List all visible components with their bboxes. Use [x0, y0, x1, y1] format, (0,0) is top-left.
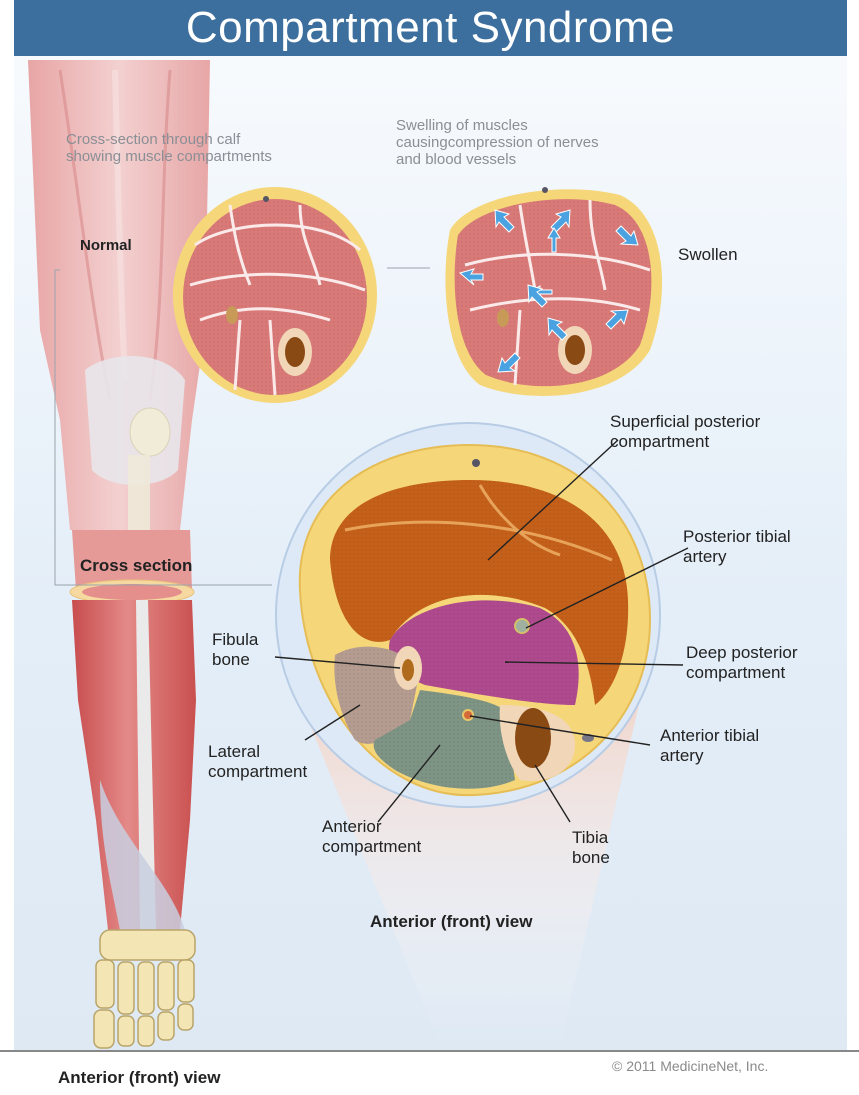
baseline-divider — [0, 1050, 859, 1052]
tibia-bone-label: Tibia bone — [572, 828, 632, 868]
leg-lower — [72, 600, 196, 930]
swelling-caption: Swelling of muscles causingcompression o… — [396, 117, 606, 168]
normal-cross-section — [173, 187, 377, 403]
superficial-posterior-label: Superficial posterior compartment — [610, 412, 835, 452]
posterior-tibial-artery-label: Posterior tibial artery — [683, 527, 813, 567]
anterior-tibial-artery-label: Anterior tibial artery — [660, 726, 790, 766]
anterior-compartment-label: Anterior compartment — [322, 817, 472, 857]
anterior-view-center-label: Anterior (front) view — [370, 912, 532, 932]
swollen-cross-section — [445, 187, 662, 396]
copyright-text: © 2011 MedicineNet, Inc. — [612, 1058, 768, 1074]
anterior-tibial-artery-shape — [463, 710, 473, 720]
foot-bones — [94, 930, 195, 1048]
deep-posterior-label: Deep posterior compartment — [686, 643, 836, 683]
lateral-compartment-label: Lateral compartment — [208, 742, 358, 782]
swollen-label: Swollen — [678, 245, 738, 265]
superficial-vein-shape — [472, 459, 480, 467]
normal-label: Normal — [80, 237, 132, 255]
posterior-tibial-artery-shape — [515, 619, 529, 633]
cross-section-caption: Cross-section through calf showing muscl… — [66, 131, 296, 165]
anterior-view-left-label: Anterior (front) view — [58, 1068, 220, 1088]
fibula-bone-label: Fibula bone — [212, 630, 282, 670]
cross-section-label: Cross section — [80, 556, 192, 576]
